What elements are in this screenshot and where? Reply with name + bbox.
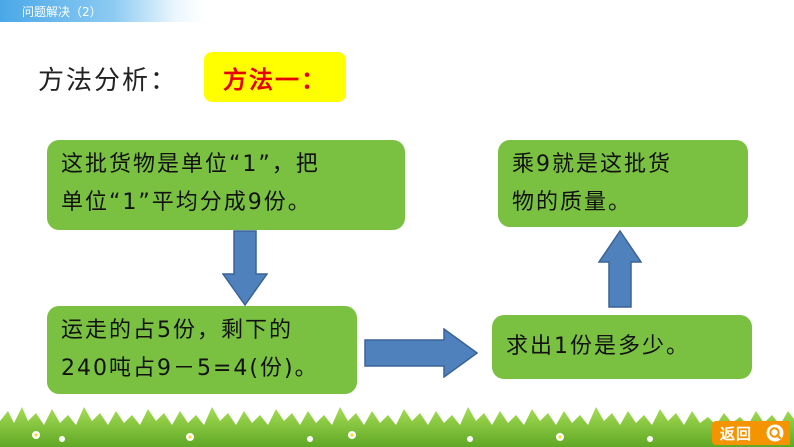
method-badge: 方法一： — [204, 52, 346, 102]
flow-step-4-line-2: 物的质量。 — [512, 190, 633, 215]
back-button[interactable]: 返回 — [712, 421, 790, 445]
header-bar — [0, 0, 205, 22]
grass-decoration — [0, 407, 794, 447]
lesson-title: 问题解决（2） — [22, 5, 102, 19]
flow-step-2-line-2: 240吨占9－5=4(份)。 — [61, 356, 319, 381]
flow-step-2: 运走的占5份，剩下的 240吨占9－5=4(份)。 — [47, 306, 357, 394]
flow-step-2-line-1: 运走的占5份，剩下的 — [61, 318, 293, 343]
flow-step-3-line-1: 求出1份是多少。 — [506, 334, 690, 359]
arrow-up-icon — [598, 230, 642, 308]
arrow-down-icon — [222, 230, 268, 306]
flow-step-4-line-1: 乘9就是这批货 — [512, 152, 672, 177]
flow-step-1-line-1: 这批货物是单位“1”，把 — [61, 152, 320, 177]
arrow-right-icon — [364, 328, 478, 378]
flow-step-1: 这批货物是单位“1”，把 单位“1”平均分成9份。 — [47, 140, 405, 230]
search-icon — [766, 424, 784, 442]
flow-step-4: 乘9就是这批货 物的质量。 — [498, 140, 748, 227]
section-label: 方法分析： — [38, 66, 179, 96]
back-button-label: 返回 — [720, 424, 753, 443]
flow-step-3: 求出1份是多少。 — [492, 315, 752, 379]
method-badge-label: 方法一： — [223, 65, 327, 94]
flow-step-1-line-2: 单位“1”平均分成9份。 — [61, 190, 312, 215]
